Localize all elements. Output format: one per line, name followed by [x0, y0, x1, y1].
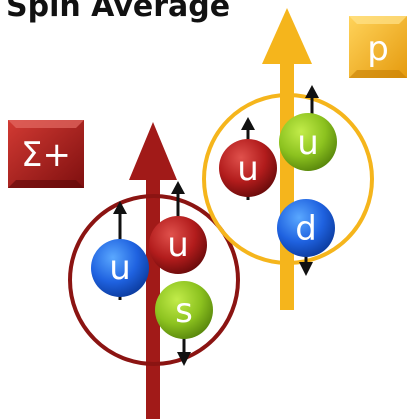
sigma-badge-label: Σ+ — [21, 135, 71, 175]
proton-badge: p — [349, 16, 407, 78]
quark-sigma-u1: u — [91, 239, 149, 297]
sigma-badge: Σ+ — [8, 120, 84, 188]
quark-label: d — [295, 209, 317, 249]
quark-sigma-u2: u — [149, 216, 207, 274]
quark-proton-u1: u — [219, 139, 277, 197]
quark-proton-u2: u — [279, 113, 337, 171]
page-title: Spin Average — [6, 0, 230, 24]
quark-sigma-s: s — [155, 281, 213, 339]
proton-baryon-ring — [202, 93, 374, 265]
sigma-baryon-ring — [68, 194, 240, 366]
quark-label: u — [237, 149, 259, 189]
quark-label: s — [175, 291, 193, 331]
quark-proton-d: d — [277, 199, 335, 257]
quark-label: u — [297, 123, 319, 163]
quark-label: u — [109, 248, 131, 288]
proton-badge-label: p — [367, 29, 389, 69]
quark-label: u — [167, 225, 189, 265]
